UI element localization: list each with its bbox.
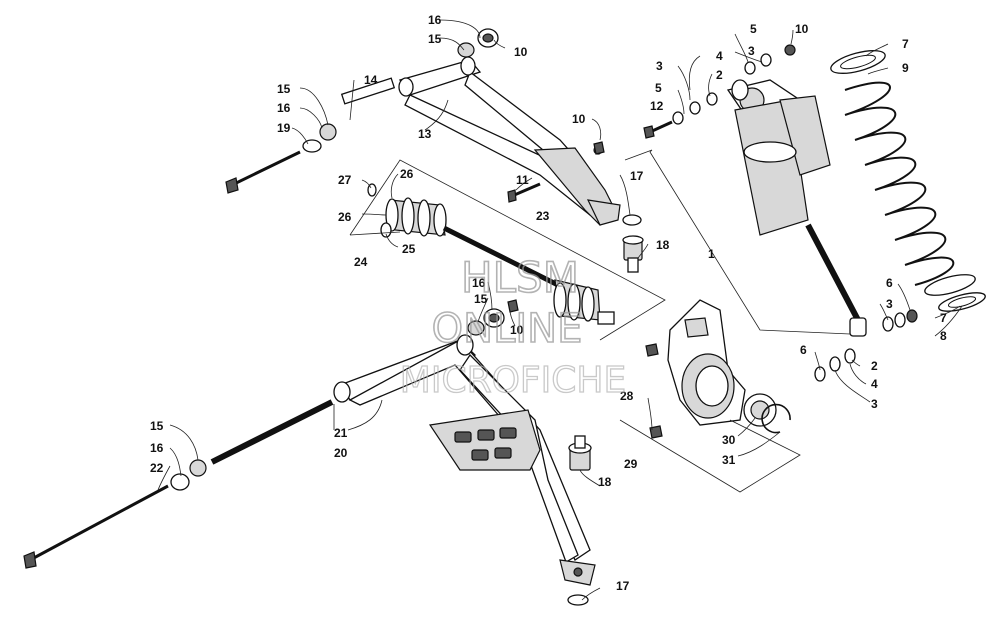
shock-absorber [643,44,918,382]
callout-10: 10 [510,323,524,337]
callout-15: 15 [474,292,488,306]
callout-10: 10 [514,45,528,59]
upper-pivot-hardware [225,28,605,203]
callout-labels: 16 15 10 14 15 16 19 13 10 11 17 18 27 2… [150,13,947,593]
callout-20: 20 [334,446,348,460]
leader-lines [157,19,963,601]
callout-15: 15 [150,419,164,433]
callout-15: 15 [428,32,442,46]
upper-ball-joint [622,214,644,273]
callout-4: 4 [871,377,878,391]
callout-23: 23 [536,209,550,223]
lower-pivot-hardware [23,299,519,569]
callout-18: 18 [656,238,670,252]
callout-9: 9 [902,61,909,75]
callout-13: 13 [418,127,432,141]
callout-10: 10 [572,112,586,126]
watermark-line-2: ONLINE [432,306,583,352]
callout-19: 19 [277,121,291,135]
callout-12: 12 [650,99,664,113]
steering-knuckle [645,299,791,439]
callout-2: 2 [716,68,723,82]
callout-28: 28 [620,389,634,403]
callout-3: 3 [656,59,663,73]
callout-16: 16 [428,13,442,27]
coil-spring [830,50,986,312]
callout-6: 6 [886,276,893,290]
callout-15: 15 [277,82,291,96]
callout-21: 21 [334,426,348,440]
callout-25: 25 [402,242,416,256]
callout-17: 17 [616,579,630,593]
callout-17: 17 [630,169,644,183]
watermark: HLSM ONLINE MICROFICHE [399,252,627,401]
callout-24: 24 [354,255,368,269]
callout-4: 4 [716,49,723,63]
callout-26: 26 [338,210,352,224]
lower-a-arm [333,334,596,586]
watermark-line-3: MICROFICHE [400,360,626,401]
callout-7: 7 [902,37,909,51]
callout-30: 30 [722,433,736,447]
callout-3: 3 [748,44,755,58]
callout-16: 16 [472,276,486,290]
lower-ball-joint [567,435,592,606]
callout-6: 6 [800,343,807,357]
callout-27: 27 [338,173,352,187]
callout-26: 26 [400,167,414,181]
callout-16: 16 [150,441,164,455]
callout-8: 8 [940,329,947,343]
callout-16: 16 [277,101,291,115]
callout-5: 5 [655,81,662,95]
callout-14: 14 [364,73,378,87]
callout-18: 18 [598,475,612,489]
group-outlines [349,149,851,493]
callout-3: 3 [871,397,878,411]
watermark-line-1: HLSM [461,253,579,302]
callout-2: 2 [871,359,878,373]
callout-1: 1 [708,247,715,261]
callout-3: 3 [886,297,893,311]
callout-7: 7 [940,311,947,325]
callout-29: 29 [624,457,638,471]
callout-10: 10 [795,22,809,36]
cv-axle [367,183,615,325]
callout-22: 22 [150,461,164,475]
callout-11: 11 [516,173,529,187]
callout-5: 5 [750,22,757,36]
callout-31: 31 [722,453,736,467]
upper-a-arm [398,56,621,226]
